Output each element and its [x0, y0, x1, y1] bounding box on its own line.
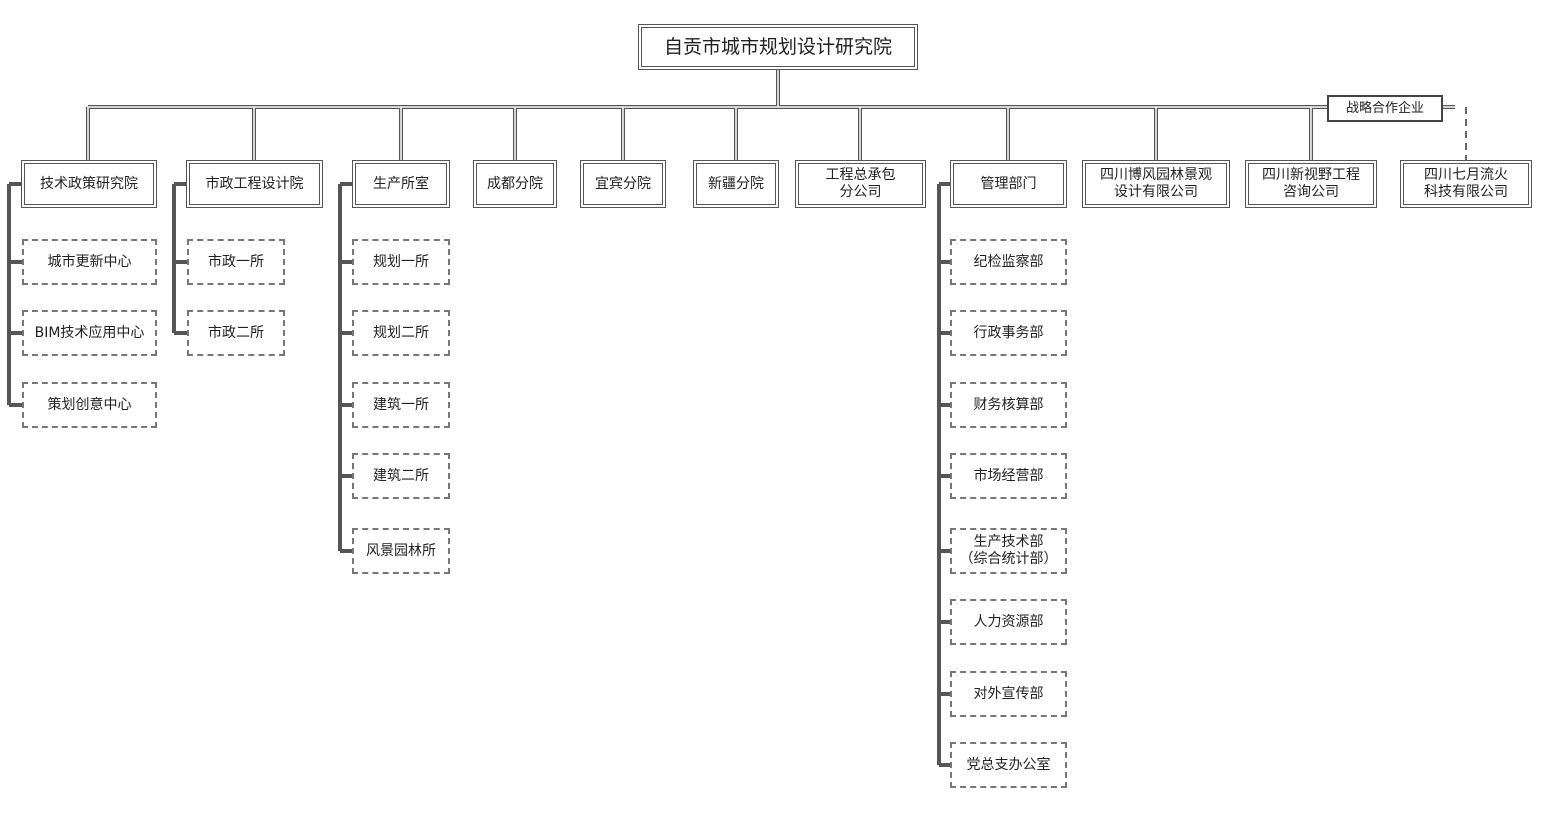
strategic-partner-tag: 战略合作企业: [1327, 95, 1443, 122]
dept-xinshiye-consulting: 四川新视野工程 咨询公司: [1245, 160, 1377, 208]
sub-municipal-office-1: 市政一所: [187, 239, 285, 285]
sub-architecture-office-1: 建筑一所: [352, 382, 450, 428]
sub-marketing-dept: 市场经营部: [950, 453, 1067, 499]
sub-external-publicity-dept: 对外宣传部: [950, 671, 1067, 717]
sub-human-resources-dept: 人力资源部: [950, 599, 1067, 645]
sub-administrative-affairs-dept: 行政事务部: [950, 310, 1067, 356]
sub-finance-accounting-dept: 财务核算部: [950, 382, 1067, 428]
sub-urban-renewal-center: 城市更新中心: [22, 239, 157, 285]
sub-planning-creative-center: 策划创意中心: [22, 382, 157, 428]
dept-chengdu-branch: 成都分院: [473, 160, 557, 208]
dept-management: 管理部门: [950, 160, 1067, 208]
sub-bim-application-center: BIM技术应用中心: [22, 310, 157, 356]
dept-bofeng-landscape: 四川博风园林景观 设计有限公司: [1082, 160, 1230, 208]
dept-xinjiang-branch: 新疆分院: [693, 160, 779, 208]
root-org-node: 自贡市城市规划设计研究院: [638, 24, 918, 70]
dept-epc-subsidiary: 工程总承包 分公司: [795, 160, 926, 208]
partner-qiyueliuhuo-tech: 四川七月流火 科技有限公司: [1400, 160, 1532, 208]
sub-production-technology-dept: 生产技术部 （综合统计部）: [950, 528, 1067, 574]
sub-landscape-office: 风景园林所: [352, 528, 450, 574]
dept-tech-policy-institute: 技术政策研究院: [21, 160, 157, 208]
sub-party-branch-office: 党总支办公室: [950, 742, 1067, 788]
sub-municipal-office-2: 市政二所: [187, 310, 285, 356]
sub-discipline-inspection-dept: 纪检监察部: [950, 239, 1067, 285]
dept-yibin-branch: 宜宾分院: [580, 160, 666, 208]
sub-architecture-office-2: 建筑二所: [352, 453, 450, 499]
dept-production-offices: 生产所室: [352, 160, 450, 208]
sub-planning-office-2: 规划二所: [352, 310, 450, 356]
dept-municipal-design-institute: 市政工程设计院: [186, 160, 323, 208]
sub-planning-office-1: 规划一所: [352, 239, 450, 285]
